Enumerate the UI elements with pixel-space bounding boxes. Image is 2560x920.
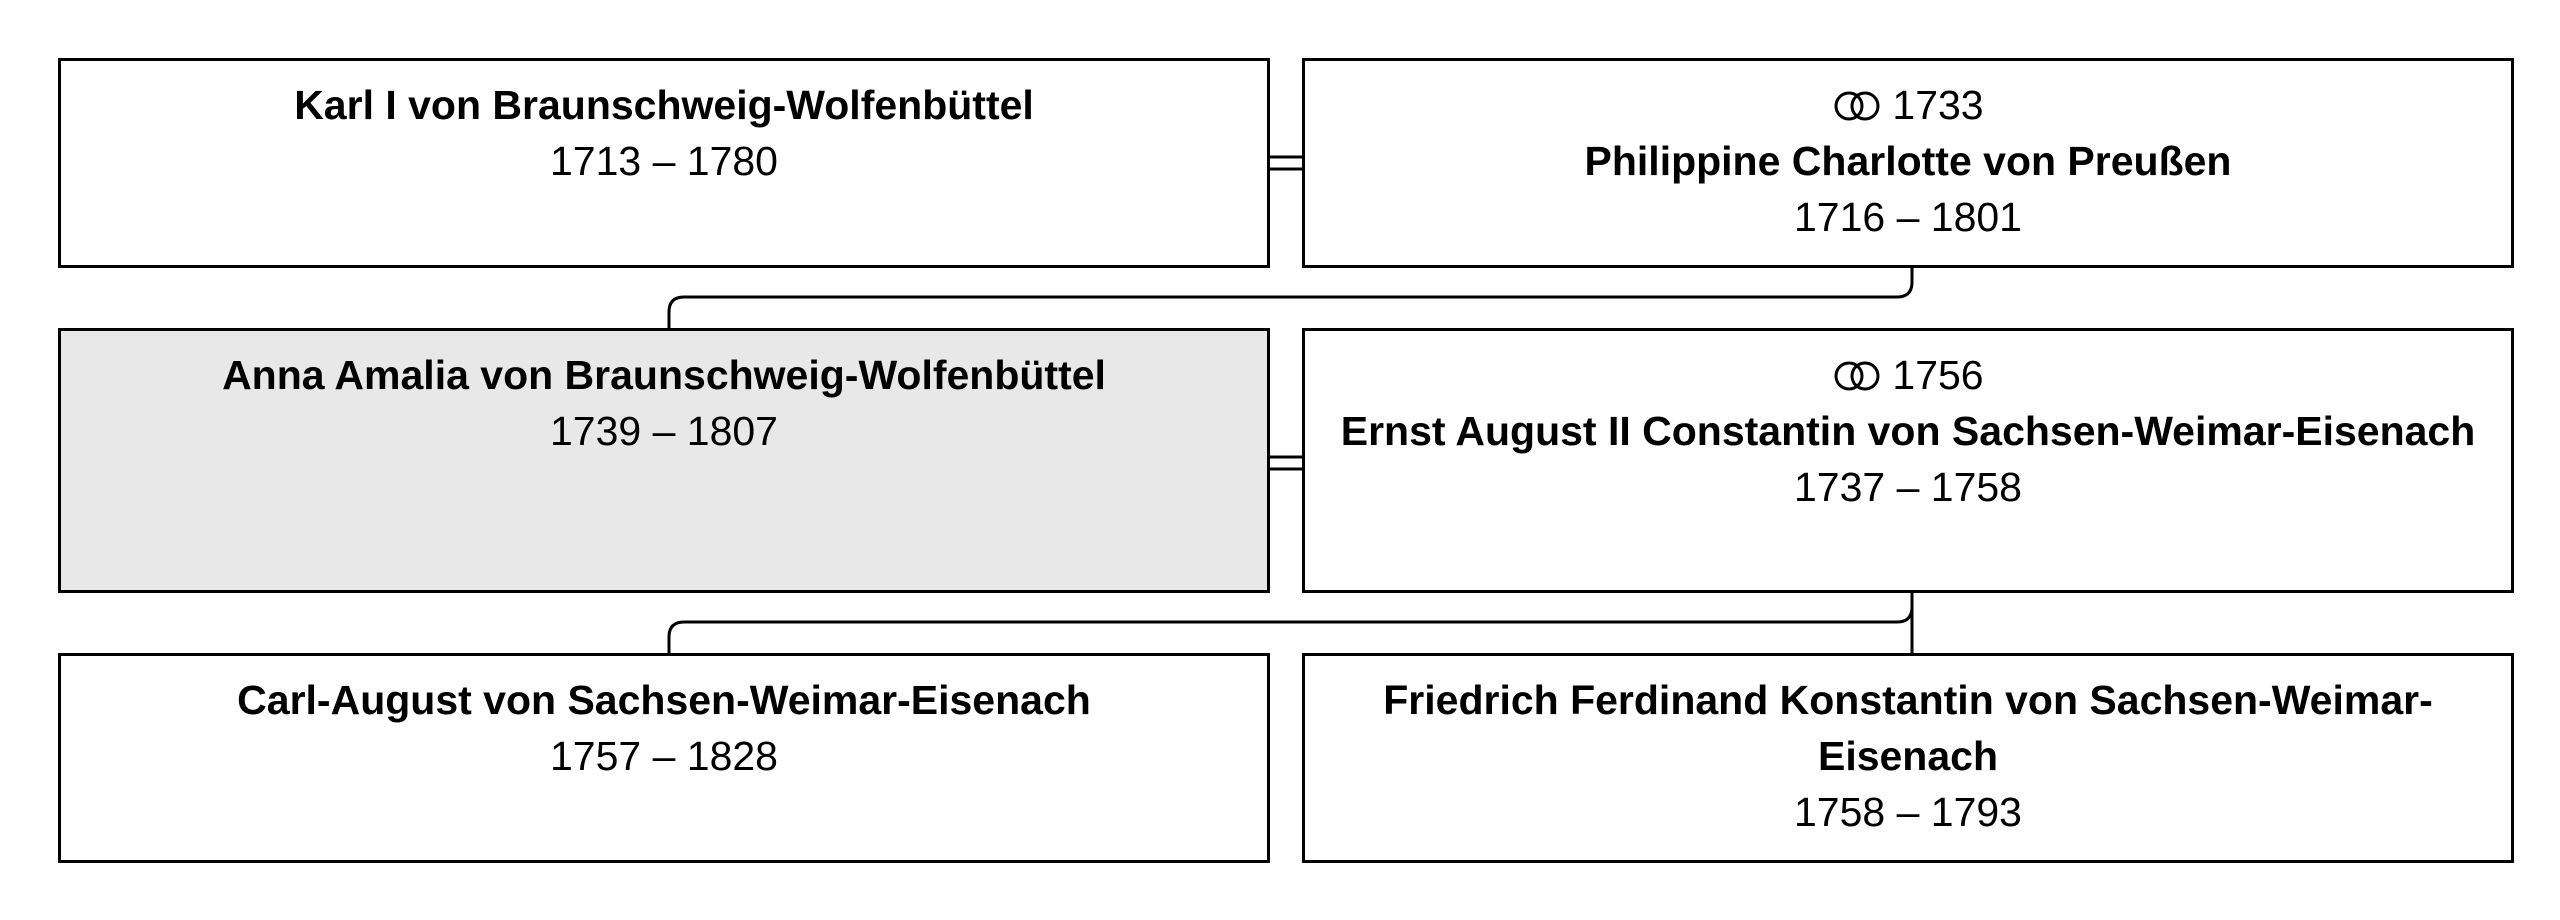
- person-name: Anna Amalia von Braunschweig-Wolfenbütte…: [222, 352, 1106, 398]
- wedding-rings-icon: [1834, 91, 1880, 121]
- descent-line-2: [667, 592, 1914, 655]
- person-box-ernst[interactable]: 1756 Ernst August II Constantin von Sach…: [1302, 328, 2514, 593]
- person-name: Ernst August II Constantin von Sachsen-W…: [1340, 408, 2476, 454]
- person-dates: 1713 – 1780: [549, 138, 778, 184]
- marriage-year: 1733: [1892, 82, 1984, 128]
- marriage-info: 1756: [1305, 347, 2511, 403]
- descent-line-1: [667, 267, 1914, 330]
- marriage-year: 1756: [1892, 352, 1984, 398]
- wedding-rings-icon: [1834, 361, 1880, 391]
- person-name: Friedrich Ferdinand Konstantin von Sachs…: [1383, 677, 2433, 779]
- person-box-anna[interactable]: Anna Amalia von Braunschweig-Wolfenbütte…: [58, 328, 1270, 593]
- person-box-friedrich[interactable]: Friedrich Ferdinand Konstantin von Sachs…: [1302, 653, 2514, 863]
- person-dates: 1737 – 1758: [1793, 464, 2022, 510]
- person-box-carl[interactable]: Carl-August von Sachsen-Weimar-Eisenach …: [58, 653, 1270, 863]
- person-name: Carl-August von Sachsen-Weimar-Eisenach: [237, 677, 1091, 723]
- person-dates: 1758 – 1793: [1793, 789, 2022, 835]
- person-dates: 1716 – 1801: [1793, 194, 2022, 240]
- marriage-line-2: [1268, 455, 1305, 471]
- person-name: Philippine Charlotte von Preußen: [1584, 138, 2232, 184]
- person-name: Karl I von Braunschweig-Wolfenbüttel: [294, 82, 1034, 128]
- person-dates: 1757 – 1828: [549, 733, 778, 779]
- person-box-philippine[interactable]: 1733 Philippine Charlotte von Preußen 17…: [1302, 58, 2514, 268]
- marriage-line-1: [1268, 155, 1305, 171]
- marriage-info: 1733: [1305, 77, 2511, 133]
- person-dates: 1739 – 1807: [549, 408, 778, 454]
- person-box-karl[interactable]: Karl I von Braunschweig-Wolfenbüttel 171…: [58, 58, 1270, 268]
